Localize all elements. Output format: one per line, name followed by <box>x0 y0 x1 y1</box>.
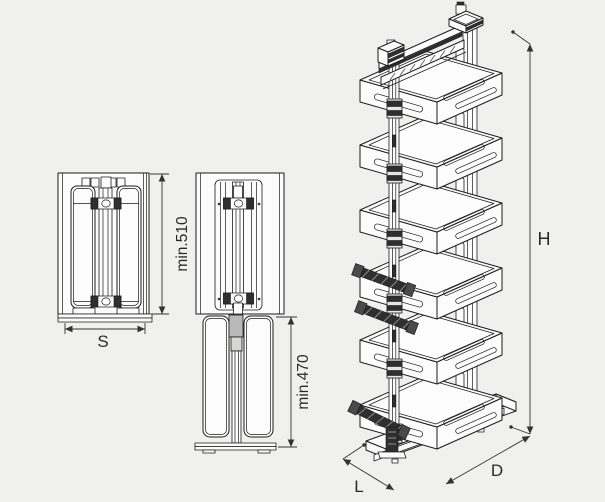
right-pad <box>243 315 274 438</box>
column-sleeve <box>228 314 244 338</box>
left-rail-clamp <box>377 39 405 67</box>
dim-label-d: D <box>491 461 503 480</box>
dim-label-s: S <box>97 332 108 351</box>
top-view: S min.510 <box>57 172 191 351</box>
front-view: min.470 <box>194 172 312 454</box>
base-plate <box>57 313 153 319</box>
telescopic-column <box>231 350 242 444</box>
dim-label-l: L <box>354 477 363 496</box>
dimension-min510: min.510 <box>150 173 191 315</box>
dim-label-min470: min.470 <box>295 354 312 410</box>
dimension-min470: min.470 <box>276 316 312 448</box>
dim-label-h: H <box>538 229 551 249</box>
dimension-h: H <box>509 30 551 435</box>
base-plate <box>194 442 277 447</box>
dimension-d: D <box>445 435 531 485</box>
dimension-l: L <box>342 443 395 496</box>
dimension-s: S <box>64 323 146 351</box>
top-rail <box>377 1 484 90</box>
dim-label-min510: min.510 <box>174 216 191 272</box>
isometric-view: H D L <box>342 1 551 496</box>
left-pad <box>202 315 230 438</box>
right-rail-clamp <box>448 1 484 34</box>
bottom-roller-bracket <box>377 426 407 459</box>
